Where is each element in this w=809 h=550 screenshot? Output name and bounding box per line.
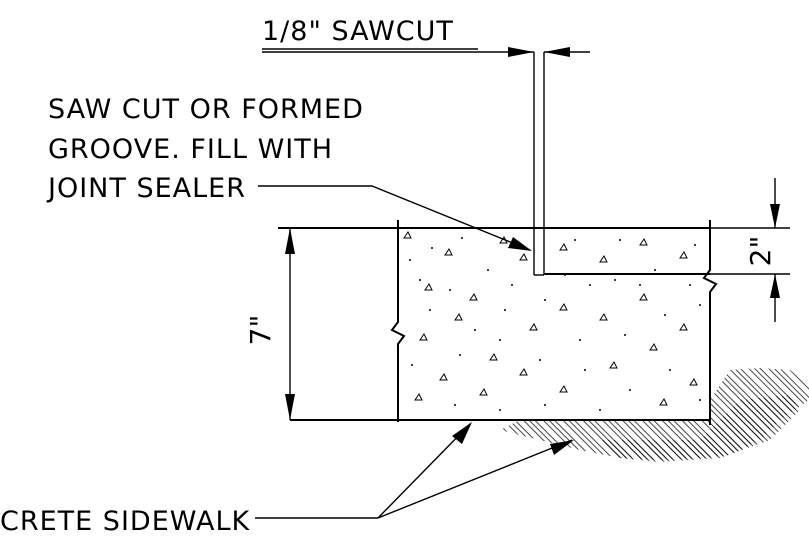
sidewalk-leaders xyxy=(255,422,574,519)
saw-cut-note-line2: GROOVE. FILL WITH xyxy=(48,134,333,165)
saw-cut-note-line1: SAW CUT OR FORMED xyxy=(48,94,364,125)
aggregate-stipple xyxy=(403,231,701,411)
groove-depth-dimension xyxy=(710,178,790,322)
sawcut-width-label: 1/8" SAWCUT xyxy=(262,16,454,47)
saw-cut-note-line3: JOINT SEALER xyxy=(46,173,246,204)
concrete-sidewalk-label: CRETE SIDEWALK xyxy=(0,506,250,537)
thickness-label: 7" xyxy=(244,315,277,346)
earth-hatch xyxy=(500,368,809,462)
sawcut-groove xyxy=(533,52,545,276)
sawcut-width-dimension xyxy=(262,47,590,57)
saw-cut-leader xyxy=(258,185,532,251)
groove-depth-label: 2" xyxy=(744,236,777,267)
thickness-dimension xyxy=(285,228,295,420)
concrete-slab xyxy=(278,220,718,425)
